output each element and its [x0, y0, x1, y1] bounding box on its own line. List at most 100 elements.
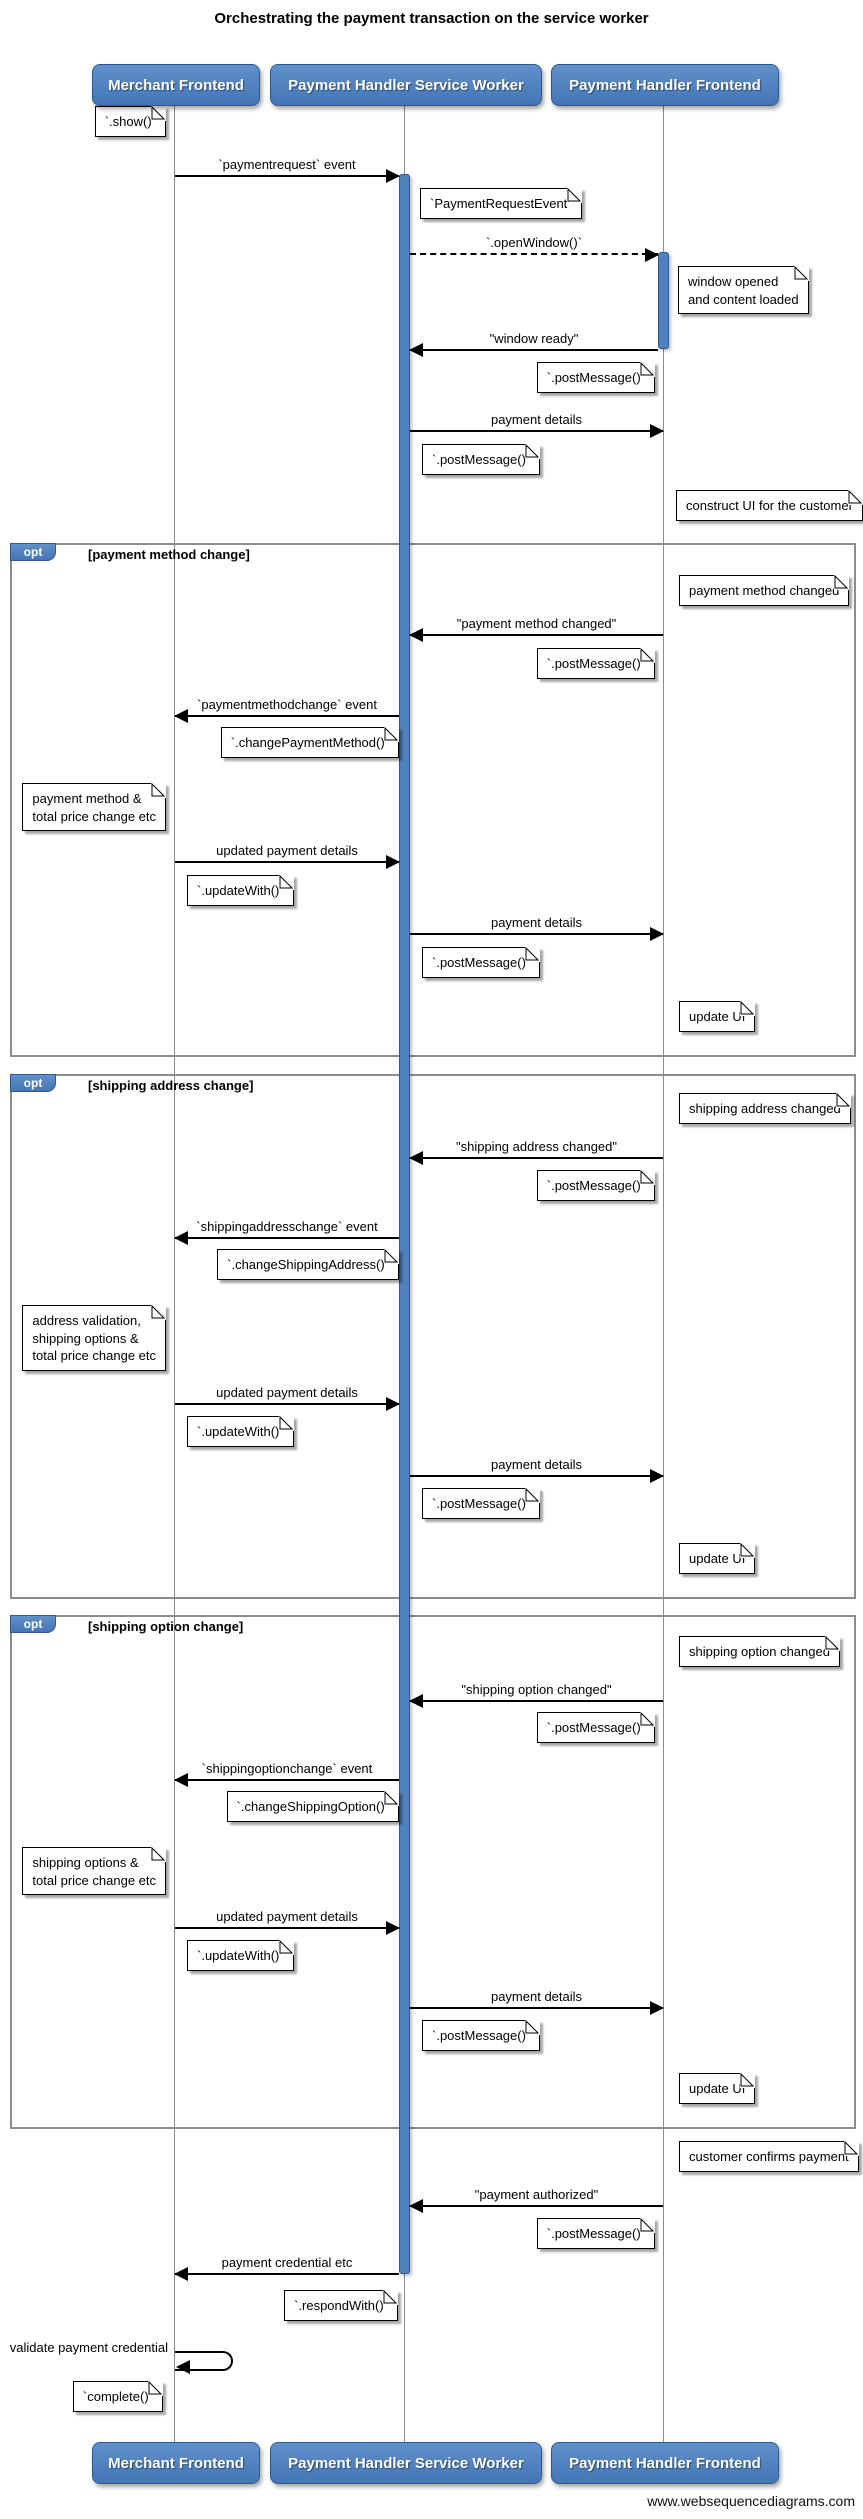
folded-corner-icon	[525, 1488, 541, 1503]
folded-corner-icon	[151, 1847, 166, 1862]
note-payment-method-total-price: payment method & total price change etc	[22, 783, 166, 832]
arrow-right-icon	[410, 424, 664, 438]
fragment-opt-payment-method-change: opt [payment method change]	[10, 543, 856, 1057]
message-payment-details-2: payment details	[410, 915, 664, 941]
message-payment-method-changed: "payment method changed"	[409, 616, 663, 642]
note-changeshippingaddress: `.changeShippingAddress()`	[217, 1249, 399, 1280]
folded-corner-icon	[835, 1093, 851, 1108]
arrow-right-icon	[410, 927, 664, 941]
arrow-left-icon	[409, 1694, 663, 1708]
message-window-ready: "window ready"	[409, 331, 658, 357]
note-postmessage-4: `.postMessage()`	[422, 947, 541, 978]
folded-corner-icon	[384, 1249, 399, 1264]
arrow-right-icon	[175, 1921, 400, 1935]
folded-corner-icon	[151, 1305, 166, 1320]
arrow-right-dashed-icon	[410, 248, 659, 262]
folded-corner-icon	[525, 2020, 541, 2035]
note-updatewith-3: `.updateWith()`	[187, 1940, 294, 1971]
message-payment-credential: payment credential etc	[174, 2255, 399, 2281]
note-update-ui-2: update UI	[679, 1543, 756, 1574]
actor-merchant-frontend-bottom: Merchant Frontend	[92, 2442, 260, 2484]
note-updatewith-1: `.updateWith()`	[187, 875, 294, 906]
arrow-right-icon	[175, 169, 400, 183]
note-postmessage-6: `.postMessage()`	[422, 1488, 541, 1519]
note-update-ui-1: update UI	[679, 1001, 756, 1032]
actor-payment-handler-frontend-top: Payment Handler Frontend	[551, 64, 779, 106]
arrow-right-icon	[410, 2001, 664, 2015]
folded-corner-icon	[525, 947, 541, 962]
folded-corner-icon	[151, 783, 166, 798]
message-shippingoptionchange-event: `shippingoptionchange` event	[174, 1761, 399, 1787]
folded-corner-icon	[640, 1170, 655, 1185]
opt-guard-label: [payment method change]	[88, 547, 250, 562]
actor-merchant-frontend-top: Merchant Frontend	[92, 64, 260, 106]
note-respondwith: `.respondWith()`	[284, 2290, 398, 2321]
folded-corner-icon	[740, 2073, 756, 2088]
note-updatewith-2: `.updateWith()`	[187, 1416, 294, 1447]
activation-bar-service-worker	[399, 174, 410, 2274]
note-address-validation: address validation, shipping options & t…	[22, 1305, 166, 1371]
message-shippingaddresschange-event: `shippingaddresschange` event	[174, 1219, 399, 1245]
self-call-loop-icon	[175, 2351, 233, 2371]
arrow-left-icon	[174, 2267, 399, 2281]
note-postmessage-7: `.postMessage()`	[536, 1712, 655, 1743]
opt-keyword-tab: opt	[10, 1074, 56, 1092]
note-complete: `complete()`	[72, 2381, 163, 2412]
opt-keyword-tab: opt	[10, 543, 56, 561]
folded-corner-icon	[278, 1940, 294, 1955]
message-shipping-address-changed: "shipping address changed"	[409, 1139, 663, 1165]
note-postmessage-9: `.postMessage()`	[536, 2218, 655, 2249]
arrow-left-icon	[176, 2360, 190, 2374]
note-postmessage-3: `.postMessage()`	[536, 648, 655, 679]
folded-corner-icon	[148, 2381, 163, 2396]
folded-corner-icon	[740, 1543, 756, 1558]
arrow-left-icon	[409, 1151, 663, 1165]
message-payment-details-1: payment details	[410, 412, 664, 438]
arrow-left-icon	[174, 1231, 399, 1245]
arrow-left-icon	[409, 343, 658, 357]
watermark-websequencediagrams: www.websequencediagrams.com	[647, 2493, 855, 2509]
folded-corner-icon	[566, 188, 582, 203]
lifeline-payment-handler-frontend	[663, 104, 664, 2442]
note-shipping-option-changed: shipping option changed	[679, 1636, 840, 1667]
note-postmessage-5: `.postMessage()`	[536, 1170, 655, 1201]
actor-payment-handler-service-worker-bottom: Payment Handler Service Worker	[270, 2442, 542, 2484]
folded-corner-icon	[640, 1712, 655, 1727]
opt-guard-label: [shipping option change]	[88, 1619, 244, 1634]
message-updated-payment-details-3: updated payment details	[175, 1909, 400, 1935]
folded-corner-icon	[278, 1416, 294, 1431]
note-window-opened: window opened and content loaded	[678, 266, 809, 315]
note-construct-ui: construct UI for the customer	[676, 490, 863, 521]
arrow-left-icon	[409, 2199, 663, 2213]
note-changeshippingoption: `.changeShippingOption()`	[226, 1791, 399, 1822]
diagram-title: Orchestrating the payment transaction on…	[214, 10, 649, 27]
note-changepaymentmethod: `.changePaymentMethod()`	[220, 727, 399, 758]
folded-corner-icon	[278, 875, 294, 890]
folded-corner-icon	[640, 648, 655, 663]
activation-bar-payment-handler-frontend	[658, 252, 669, 349]
folded-corner-icon	[793, 266, 809, 281]
opt-guard-label: [shipping address change]	[88, 1078, 254, 1093]
note-customer-confirms-payment: customer confirms payment	[679, 2141, 859, 2172]
folded-corner-icon	[824, 1636, 840, 1651]
actor-payment-handler-frontend-bottom: Payment Handler Frontend	[551, 2442, 779, 2484]
folded-corner-icon	[740, 1001, 756, 1016]
message-payment-authorized: "payment authorized"	[409, 2187, 663, 2213]
message-updated-payment-details-1: updated payment details	[175, 843, 400, 869]
arrow-left-icon	[174, 1773, 399, 1787]
arrow-left-icon	[409, 628, 663, 642]
message-shipping-option-changed: "shipping option changed"	[409, 1682, 663, 1708]
arrow-right-icon	[175, 855, 400, 869]
fragment-opt-shipping-option-change: opt [shipping option change]	[10, 1615, 856, 2129]
folded-corner-icon	[843, 2141, 859, 2156]
folded-corner-icon	[151, 106, 166, 121]
note-show: `.show()`	[94, 106, 166, 137]
folded-corner-icon	[383, 2290, 398, 2305]
folded-corner-icon	[525, 444, 541, 459]
note-postmessage-1: `.postMessage()`	[536, 362, 655, 393]
arrow-right-icon	[175, 1397, 400, 1411]
message-updated-payment-details-2: updated payment details	[175, 1385, 400, 1411]
folded-corner-icon	[640, 362, 655, 377]
note-postmessage-8: `.postMessage()`	[422, 2020, 541, 2051]
